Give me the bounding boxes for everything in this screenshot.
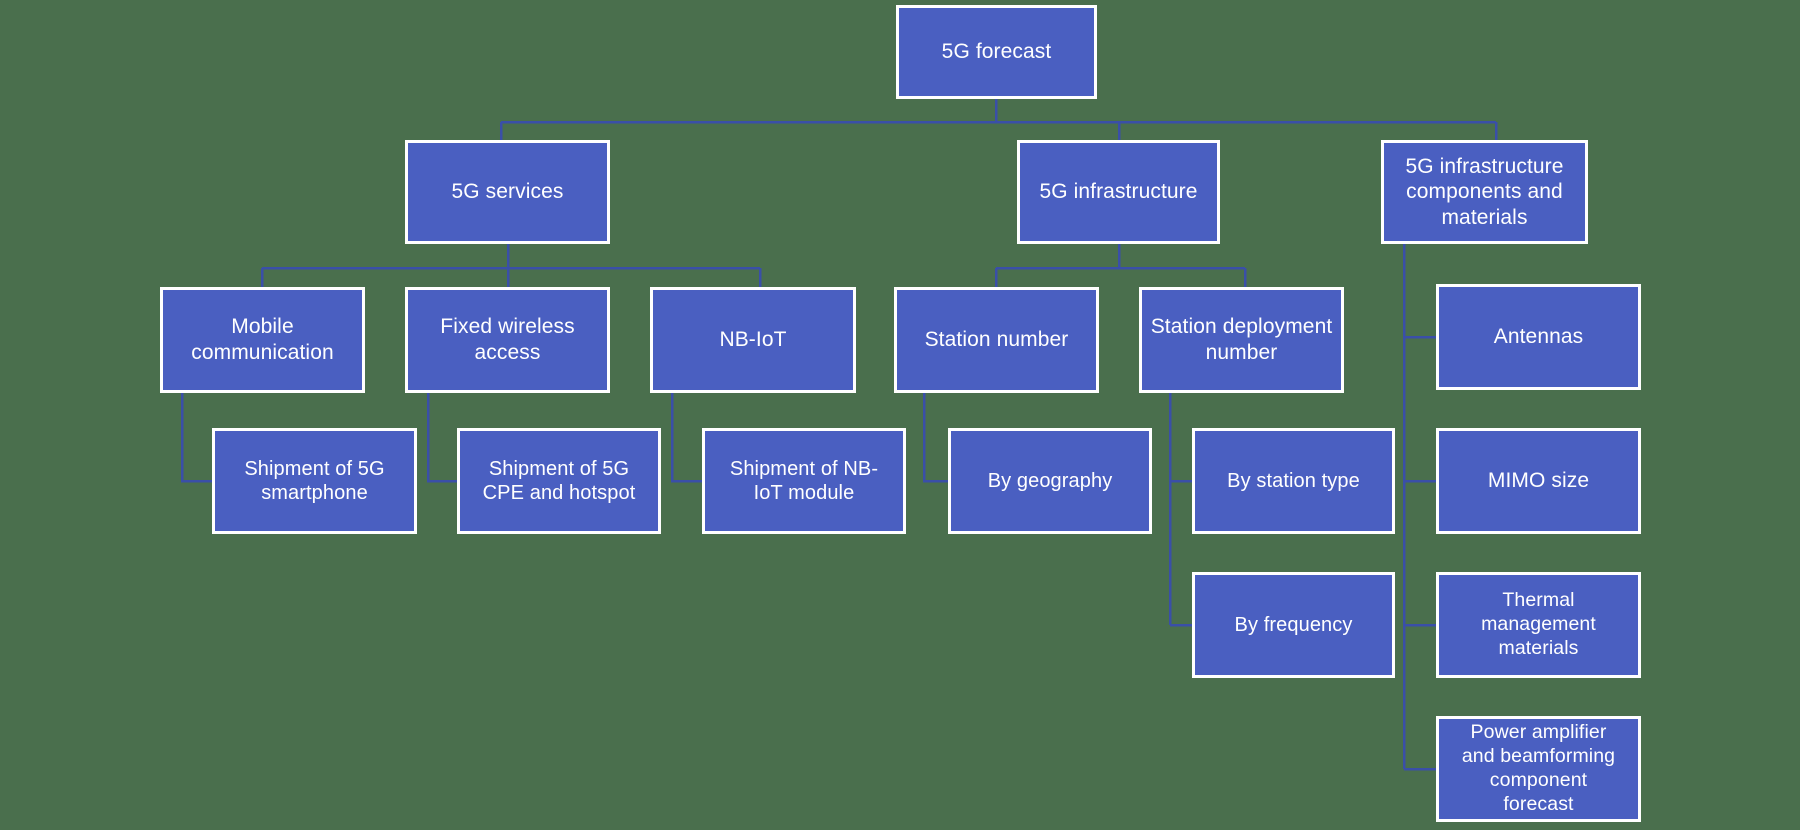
node-label: NB-IoT xyxy=(719,328,787,352)
node-label: Fixed wireless access xyxy=(440,315,575,364)
node-label: Station number xyxy=(924,328,1069,352)
node-by-geography[interactable]: By geography xyxy=(948,428,1152,534)
node-label: 5G services xyxy=(451,180,564,204)
node-5g-infrastructure[interactable]: 5G infrastructure xyxy=(1017,140,1220,244)
node-label: Power amplifier and beamforming componen… xyxy=(1461,721,1616,815)
node-mobile-communication[interactable]: Mobile communication xyxy=(160,287,365,393)
node-5g-services[interactable]: 5G services xyxy=(405,140,610,244)
node-label: Shipment of 5G smartphone xyxy=(244,457,385,504)
node-label: Shipment of NB- IoT module xyxy=(729,457,879,504)
node-label: By frequency xyxy=(1234,613,1353,636)
node-label: Station deployment number xyxy=(1150,315,1333,364)
node-thermal-management-materials[interactable]: Thermal management materials xyxy=(1436,572,1641,678)
node-label: 5G infrastructure components and materia… xyxy=(1405,154,1564,229)
node-shipment-of-5g-smartphone[interactable]: Shipment of 5G smartphone xyxy=(212,428,417,534)
node-5g-infrastructure-components-and-materials[interactable]: 5G infrastructure components and materia… xyxy=(1381,140,1588,244)
node-label: Mobile communication xyxy=(191,315,334,364)
node-label: 5G forecast xyxy=(941,40,1052,64)
node-label: Thermal management materials xyxy=(1481,589,1596,659)
node-nb-iot[interactable]: NB-IoT xyxy=(650,287,856,393)
node-station-deployment-number[interactable]: Station deployment number xyxy=(1139,287,1344,393)
node-by-station-type[interactable]: By station type xyxy=(1192,428,1395,534)
node-label: 5G infrastructure xyxy=(1039,180,1198,204)
node-fixed-wireless-access[interactable]: Fixed wireless access xyxy=(405,287,610,393)
node-label: Shipment of 5G CPE and hotspot xyxy=(482,457,636,504)
node-label: By geography xyxy=(987,469,1113,492)
node-mimo-size[interactable]: MIMO size xyxy=(1436,428,1641,534)
node-shipment-of-5g-cpe-and-hotspot[interactable]: Shipment of 5G CPE and hotspot xyxy=(457,428,661,534)
node-label: MIMO size xyxy=(1487,469,1590,493)
node-antennas[interactable]: Antennas xyxy=(1436,284,1641,390)
node-power-amplifier-and-beamforming-component-forecast[interactable]: Power amplifier and beamforming componen… xyxy=(1436,716,1641,822)
node-label: By station type xyxy=(1227,469,1360,492)
node-label: Antennas xyxy=(1493,325,1584,349)
node-shipment-of-nb-iot-module[interactable]: Shipment of NB- IoT module xyxy=(702,428,906,534)
node-station-number[interactable]: Station number xyxy=(894,287,1099,393)
node-5g-forecast[interactable]: 5G forecast xyxy=(896,5,1097,99)
node-by-frequency[interactable]: By frequency xyxy=(1192,572,1395,678)
